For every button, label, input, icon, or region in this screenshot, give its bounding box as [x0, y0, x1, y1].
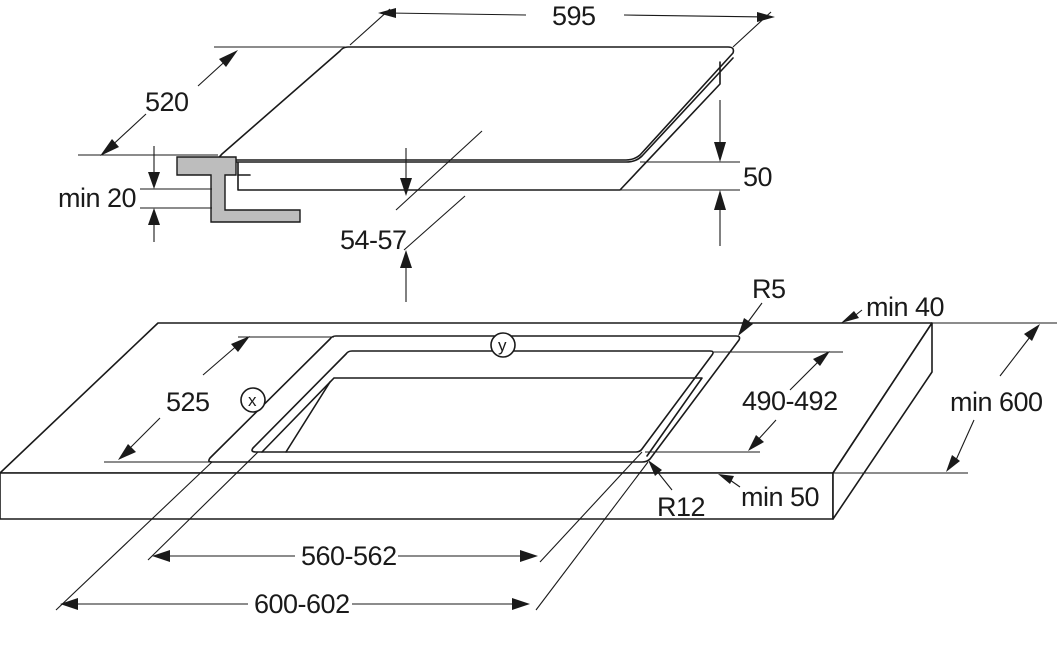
label-520: 520 [145, 87, 189, 117]
worktop-opening [261, 377, 703, 457]
dim-min-50: min 50 [718, 474, 820, 512]
label-min-20: min 20 [58, 183, 136, 213]
dim-54-57: 54-57 [340, 130, 483, 302]
dim-min-20: min 20 [58, 146, 212, 242]
dim-r12: R12 [648, 460, 706, 522]
worktop-opening-edge [285, 381, 331, 453]
label-r12: R12 [657, 492, 705, 522]
dim-r5: R5 [738, 274, 786, 336]
label-50: 50 [743, 162, 772, 192]
label-r5: R5 [752, 274, 786, 304]
dim-595: 595 [349, 1, 775, 48]
label-560-562: 560-562 [301, 541, 397, 571]
mounting-bracket [176, 156, 301, 223]
dim-560-562: 560-562 [147, 451, 643, 571]
label-490-492: 490-492 [742, 386, 838, 416]
marker-y-label: y [498, 336, 507, 355]
hob-drawing [176, 46, 735, 223]
label-525: 525 [166, 387, 210, 417]
worktop-side-face [832, 322, 933, 520]
label-595: 595 [552, 1, 596, 31]
worktop-front-face [0, 472, 834, 520]
dim-50: 50 [620, 100, 773, 246]
dim-525: 525 [104, 336, 334, 463]
marker-y: y [490, 332, 516, 358]
dim-490-492: 490-492 [645, 351, 843, 453]
dim-600-602: 600-602 [55, 461, 649, 619]
worktop-cutout-outer [208, 335, 741, 463]
worktop-drawing [0, 322, 933, 520]
dim-min-40: min 40 [841, 292, 945, 323]
hob-glass-edge [219, 57, 734, 163]
hob-glass-top [218, 46, 735, 161]
dim-min-600: min 600 [833, 322, 1057, 474]
marker-x: x [240, 387, 266, 413]
label-min-40: min 40 [866, 292, 944, 322]
label-min-50: min 50 [741, 482, 819, 512]
label-600-602: 600-602 [254, 589, 350, 619]
worktop-cutout-inner [251, 350, 714, 453]
dim-520: 520 [78, 46, 345, 156]
label-54-57: 54-57 [340, 225, 407, 255]
label-min-600: min 600 [950, 387, 1043, 417]
marker-x-label: x [248, 391, 257, 410]
